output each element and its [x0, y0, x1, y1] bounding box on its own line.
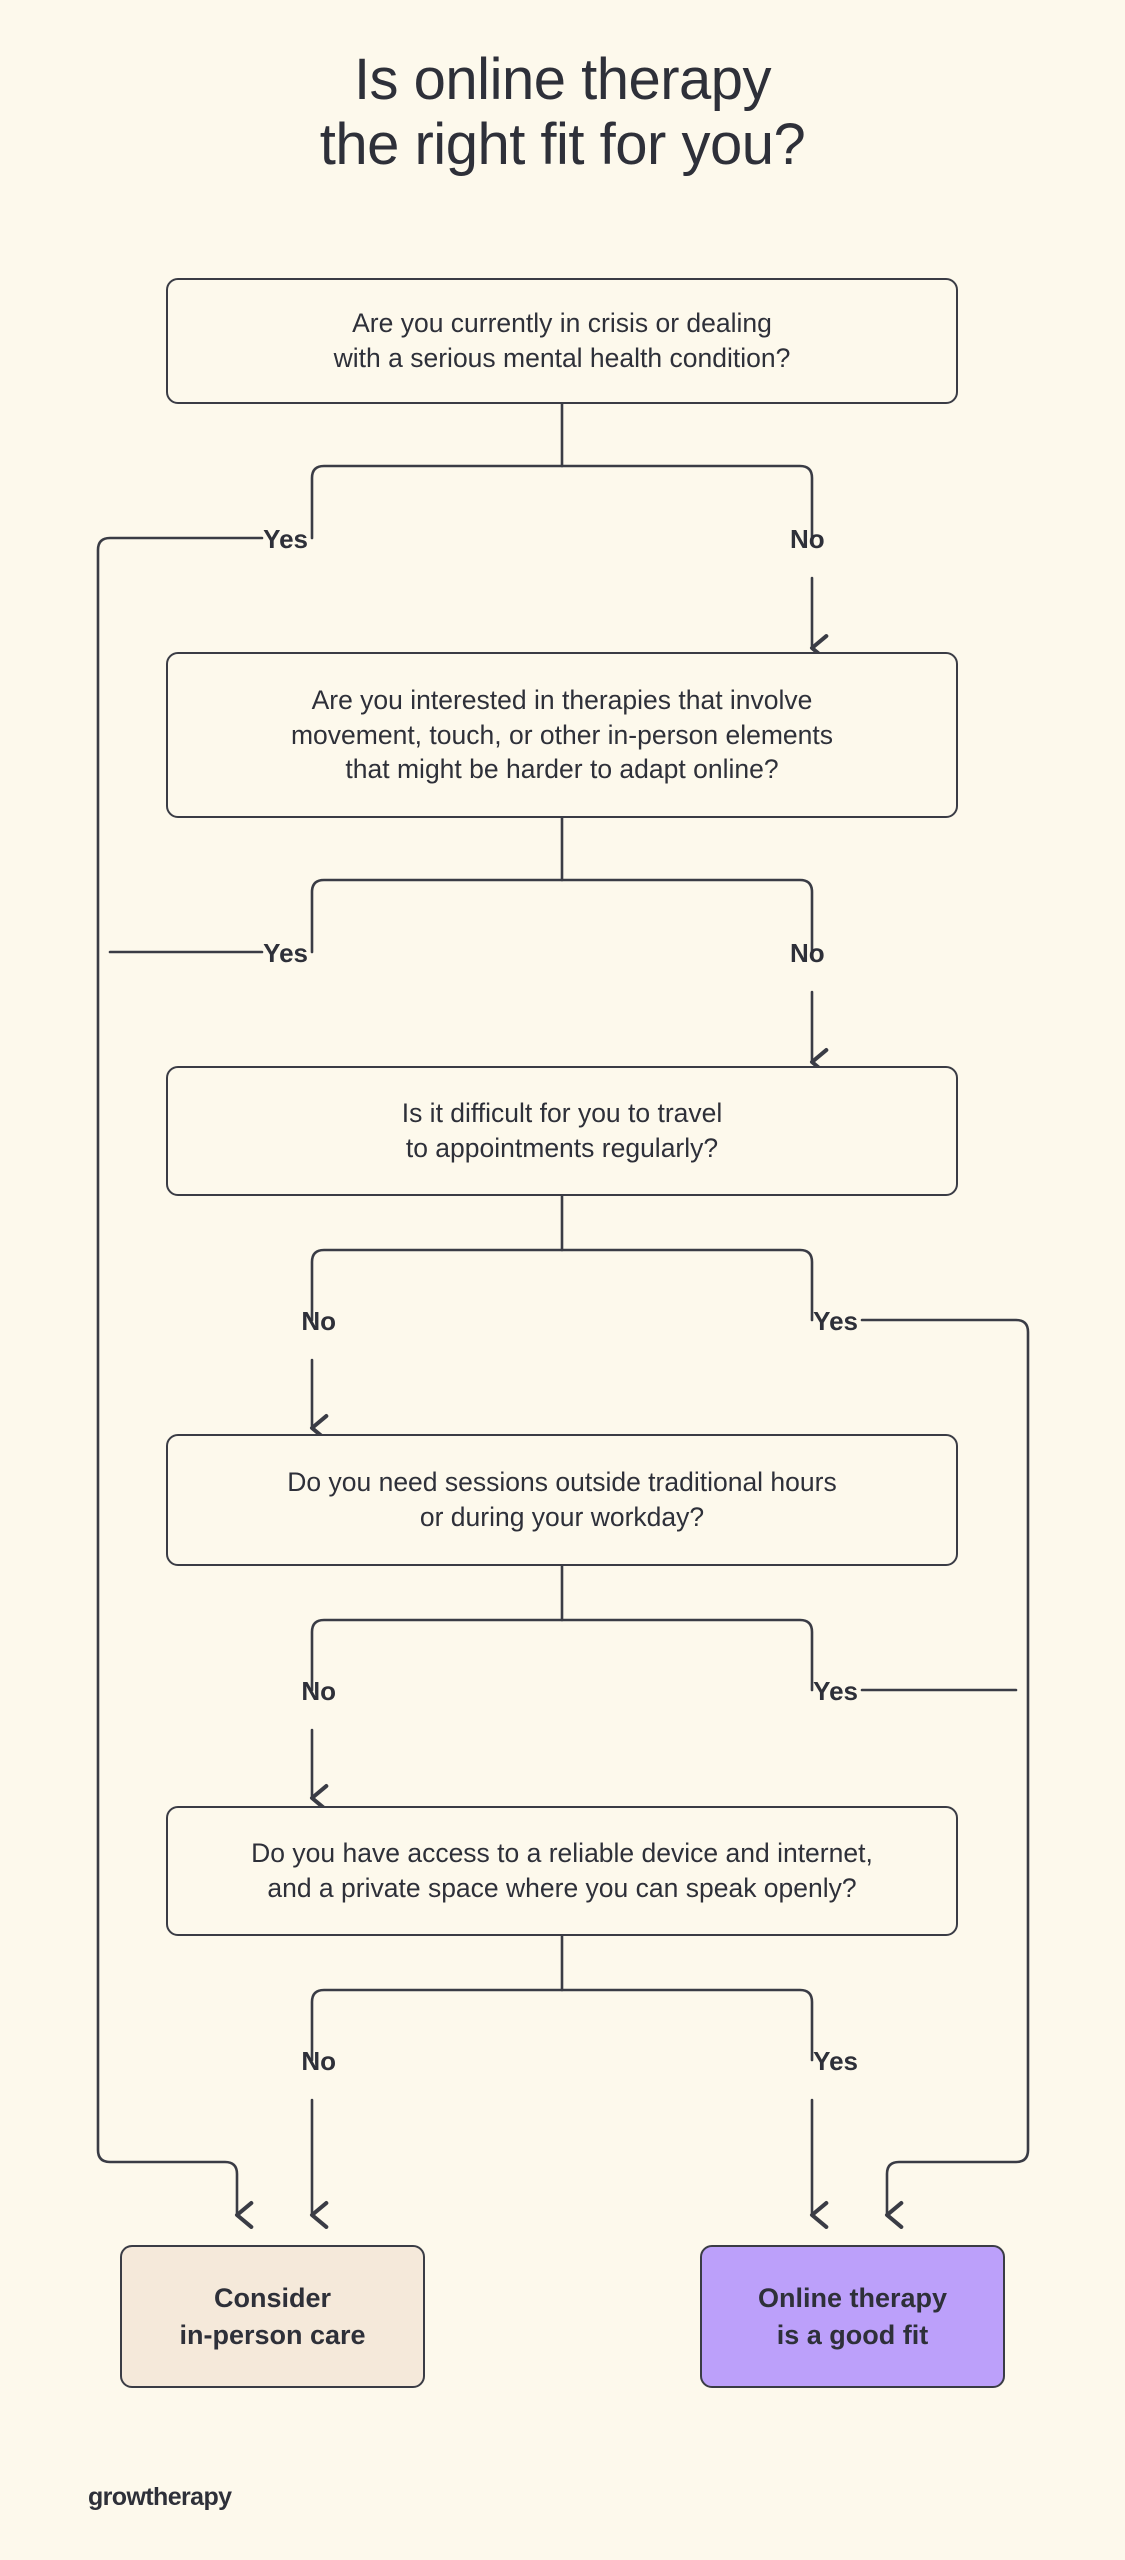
branch-label-q3-no: No: [301, 1306, 336, 1336]
title-line-1: Is online therapy: [353, 47, 772, 112]
question-box-q3: Is it difficult for you to travel to app…: [166, 1066, 958, 1196]
growtherapy-logo: growtherapy: [88, 2483, 232, 2511]
q4-line-2: or during your workday?: [419, 1502, 705, 1532]
q2-line-3: that might be harder to adapt online?: [345, 754, 779, 785]
branch-label-q1-no: No: [790, 524, 825, 554]
wire-q2-split: [310, 878, 814, 954]
outcome-online-line-2: is a good fit: [776, 2319, 929, 2350]
q3-line-2: to appointments regularly?: [405, 1133, 719, 1163]
outcome-online-line-1: Online therapy: [757, 2283, 948, 2314]
wire-q3-yes-to-online: [860, 1318, 1030, 2229]
branch-label-q4-no: No: [301, 1676, 336, 1706]
q1-line-1: Are you currently in crisis or dealing: [352, 308, 772, 339]
wire-q1-yes-to-inperson: [96, 536, 264, 2229]
question-box-q4: Do you need sessions outside traditional…: [166, 1434, 958, 1566]
outcome-in-person-line-2: in-person care: [179, 2319, 366, 2350]
outcome-box-online-therapy: Online therapy is a good fit: [700, 2245, 1005, 2388]
question-box-q5: Do you have access to a reliable device …: [166, 1806, 958, 1936]
branch-label-q2-yes: Yes: [263, 938, 308, 968]
wire-q1-split: [310, 464, 814, 540]
question-box-q1: Are you currently in crisis or dealing w…: [166, 278, 958, 404]
branch-label-q3-yes: Yes: [813, 1306, 858, 1336]
branch-label-q5-no: No: [301, 2046, 336, 2076]
q5-line-2: and a private space where you can speak …: [267, 1873, 857, 1903]
title-line-2: the right fit for you?: [319, 111, 806, 177]
q1-line-2: with a serious mental health condition?: [333, 343, 791, 373]
branch-label-q1-yes: Yes: [263, 524, 308, 554]
q3-line-1: Is it difficult for you to travel: [401, 1098, 723, 1129]
q5-line-1: Do you have access to a reliable device …: [251, 1838, 873, 1869]
outcome-box-in-person-care: Consider in-person care: [120, 2245, 425, 2388]
wire-q4-split: [310, 1618, 814, 1692]
q2-line-2: movement, touch, or other in-person elem…: [290, 719, 834, 750]
wire-q5-split: [310, 1988, 814, 2062]
branch-label-q5-yes: Yes: [813, 2046, 858, 2076]
page-title: Is online therapy the right fit for you?: [0, 47, 1125, 178]
q2-line-1: Are you interested in therapies that inv…: [311, 684, 813, 715]
wire-q3-split: [310, 1248, 814, 1322]
question-box-q2: Are you interested in therapies that inv…: [166, 652, 958, 818]
q4-line-1: Do you need sessions outside traditional…: [287, 1467, 837, 1498]
branch-label-q4-yes: Yes: [813, 1676, 858, 1706]
outcome-in-person-line-1: Consider: [213, 2283, 332, 2314]
branch-label-q2-no: No: [790, 938, 825, 968]
